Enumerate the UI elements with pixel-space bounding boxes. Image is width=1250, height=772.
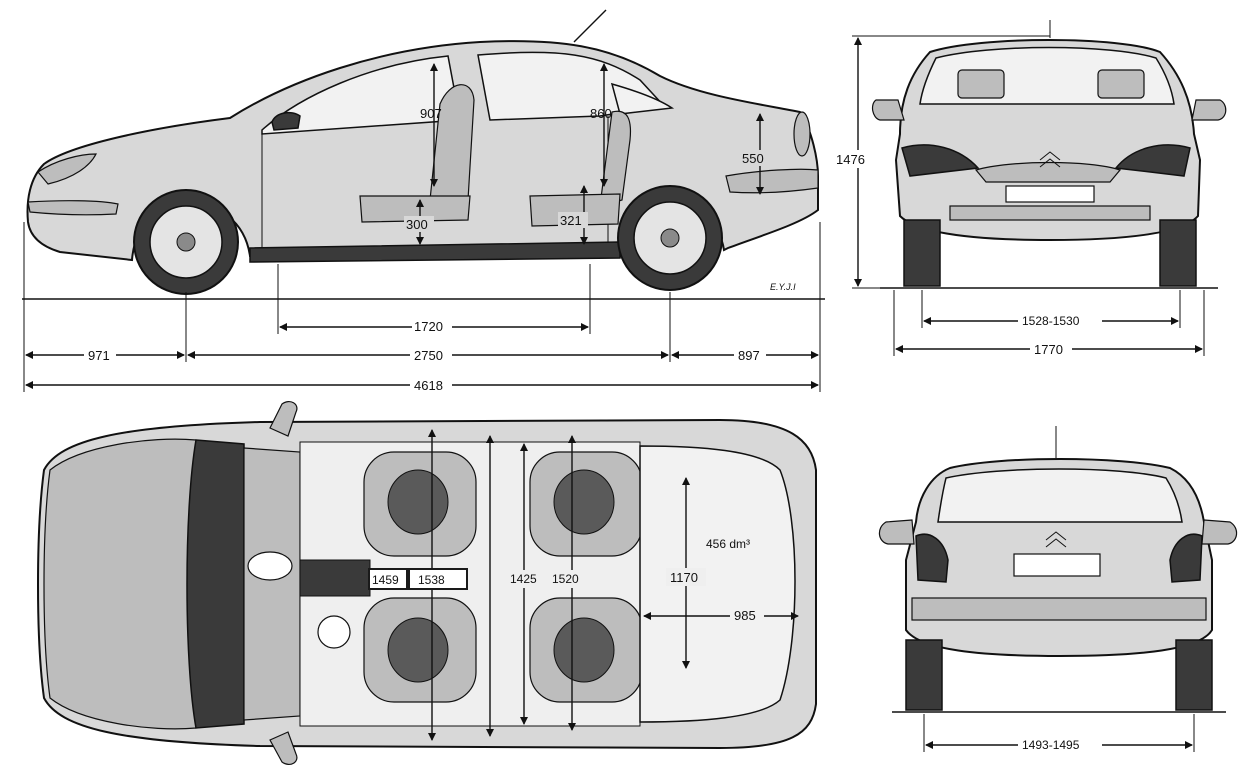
rear-window: [937, 468, 1183, 523]
top-steering-hub: [247, 551, 293, 581]
top-view: 1170 985 456 dm³ 1459 1538 1425 1520: [37, 400, 817, 766]
dim-front-headroom: 907: [420, 106, 442, 121]
trunk-volume: 456 dm³: [706, 537, 750, 551]
front-number-plate: [1005, 185, 1095, 203]
top-mirror-right: [269, 731, 298, 766]
rear-wheel-left: [905, 639, 943, 711]
front-view: 1476 1528-1530 1770: [832, 20, 1227, 357]
rear-tail-lamp-left: [915, 533, 949, 583]
top-center-console: [299, 559, 371, 597]
rear-mirror-left: [878, 519, 915, 545]
rear-mirror-right: [1201, 519, 1238, 545]
front-headrest-left: [957, 69, 1005, 99]
side-quarter-window: [610, 82, 675, 115]
dim-interior-length: 1720: [414, 319, 443, 334]
dim-overall-height: 1476: [836, 152, 865, 167]
antenna: [573, 9, 607, 43]
side-front-wheel: [133, 189, 239, 295]
dim-front-seat-height: 300: [406, 217, 428, 232]
dim-front-shoulder-width: 1538: [418, 573, 445, 587]
brand-chevron-logo-rear: [1045, 531, 1067, 548]
side-rocker: [249, 241, 621, 263]
dim-front-overhang: 971: [88, 348, 110, 363]
dim-rear-elbow-width: 1425: [510, 572, 537, 586]
side-headlight: [37, 153, 97, 185]
rear-number-plate: [1013, 553, 1101, 577]
dim-trunk-length: 985: [734, 608, 756, 623]
top-rear-window: [639, 445, 796, 723]
dim-trunk-width: 1170: [670, 570, 698, 585]
dim-rear-overhang: 897: [738, 348, 760, 363]
front-wheel-right: [1159, 219, 1197, 287]
front-mirror-right: [1191, 99, 1227, 121]
dim-wheelbase: 2750: [414, 348, 443, 363]
dim-rear-headroom: 860: [590, 106, 612, 121]
dim-rear-track: 1493-1495: [1022, 738, 1080, 752]
top-dashboard: [243, 447, 301, 721]
front-wheel-left: [903, 219, 941, 287]
side-tail-lamp: [793, 111, 811, 157]
top-windshield: [186, 439, 245, 729]
front-grille: [974, 161, 1122, 183]
dim-front-track: 1528-1530: [1022, 314, 1080, 328]
side-rear-wheel: [617, 185, 723, 291]
side-front-seat-cushion: [359, 195, 471, 223]
dim-overall-width: 1770: [1034, 342, 1063, 357]
top-gear-knob: [317, 615, 351, 649]
rear-bumper: [911, 597, 1207, 621]
front-headlight-left: [901, 144, 980, 177]
author-tag: E.Y.J.I: [770, 282, 796, 292]
side-rear-seat-cushion: [529, 193, 621, 227]
front-mirror-left: [871, 99, 905, 121]
top-hood: [43, 438, 197, 730]
front-headlight-right: [1114, 144, 1191, 177]
top-mirror-left: [269, 400, 298, 437]
side-mirror: [271, 111, 301, 131]
rear-tail-lamp-right: [1169, 533, 1203, 583]
brand-chevron-logo: [1039, 151, 1061, 168]
dim-trunk-sill: 550: [742, 151, 764, 166]
dim-front-elbow-width: 1459: [372, 573, 399, 587]
dim-rear-seat-height: 321: [560, 213, 582, 228]
front-headrest-right: [1097, 69, 1145, 99]
side-view: 907 860 550 300 321 E.Y.J.I 1720 971 275…: [22, 9, 825, 393]
dim-rear-shoulder-width: 1520: [552, 572, 579, 586]
rear-view: 1493-1495: [878, 426, 1238, 752]
dim-overall-length: 4618: [414, 378, 443, 393]
rear-wheel-right: [1175, 639, 1213, 711]
